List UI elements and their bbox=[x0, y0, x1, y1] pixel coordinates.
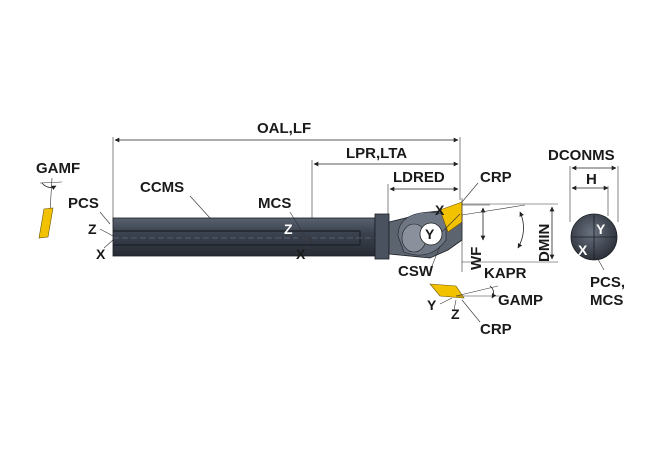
gamp-insert-icon bbox=[429, 283, 465, 299]
gamp-label: GAMP bbox=[498, 292, 543, 309]
pcs-mcs-label-line1: PCS, bbox=[590, 274, 625, 291]
pcs-label: PCS bbox=[68, 195, 99, 212]
dmin-dimension: DMIN bbox=[462, 203, 558, 263]
head-x-axis-label: X bbox=[435, 202, 445, 218]
kapr-angle: KAPR bbox=[461, 204, 527, 282]
wf-dimension: WF bbox=[462, 204, 490, 270]
dconms-label: DCONMS bbox=[548, 147, 615, 164]
crp-bottom-label: CRP bbox=[480, 321, 512, 338]
wf-label: WF bbox=[468, 247, 485, 270]
dmin-label: DMIN bbox=[536, 224, 553, 262]
end-y-axis-label: Y bbox=[596, 221, 606, 237]
ccms-label: CCMS bbox=[140, 179, 184, 196]
mcs-x-axis-label: X bbox=[296, 246, 306, 262]
pcs-mcs-label-line2: MCS bbox=[590, 292, 623, 309]
oal-lf-dimension: OAL,LF bbox=[112, 120, 461, 222]
crp-top-callout: CRP bbox=[461, 169, 512, 203]
csw-callout: CSW bbox=[398, 245, 441, 280]
head-y-axis-label: Y bbox=[425, 226, 435, 242]
gamp-detail: GAMP Y Z CRP bbox=[427, 283, 543, 338]
gamp-z-axis-label: Z bbox=[451, 306, 460, 322]
csw-label: CSW bbox=[398, 263, 434, 280]
ldred-label: LDRED bbox=[393, 169, 445, 186]
lpr-lta-label: LPR,LTA bbox=[346, 145, 407, 162]
pcs-callout: PCS Z X bbox=[68, 195, 114, 262]
mcs-z-axis-label: Z bbox=[284, 221, 293, 237]
h-label: H bbox=[586, 171, 597, 188]
tool-shank bbox=[112, 217, 376, 257]
gamf-detail: GAMF bbox=[36, 160, 80, 239]
pcs-z-axis-label: Z bbox=[88, 221, 97, 237]
mcs-callout: MCS Z X bbox=[258, 195, 313, 262]
gamp-y-axis-label: Y bbox=[427, 297, 437, 313]
oal-lf-label: OAL,LF bbox=[257, 120, 311, 137]
ldred-dimension: LDRED bbox=[387, 169, 459, 214]
mcs-label: MCS bbox=[258, 195, 291, 212]
crp-axes: X Y bbox=[419, 202, 461, 246]
gamf-label: GAMF bbox=[36, 160, 80, 177]
end-view: DCONMS H Y X PCS, MCS bbox=[548, 147, 625, 309]
pcs-x-axis-label: X bbox=[96, 246, 106, 262]
crp-top-label: CRP bbox=[480, 169, 512, 186]
kapr-label: KAPR bbox=[484, 265, 527, 282]
end-x-axis-label: X bbox=[578, 242, 588, 258]
ccms-callout: CCMS bbox=[140, 179, 211, 219]
gamf-insert-icon bbox=[38, 207, 54, 239]
